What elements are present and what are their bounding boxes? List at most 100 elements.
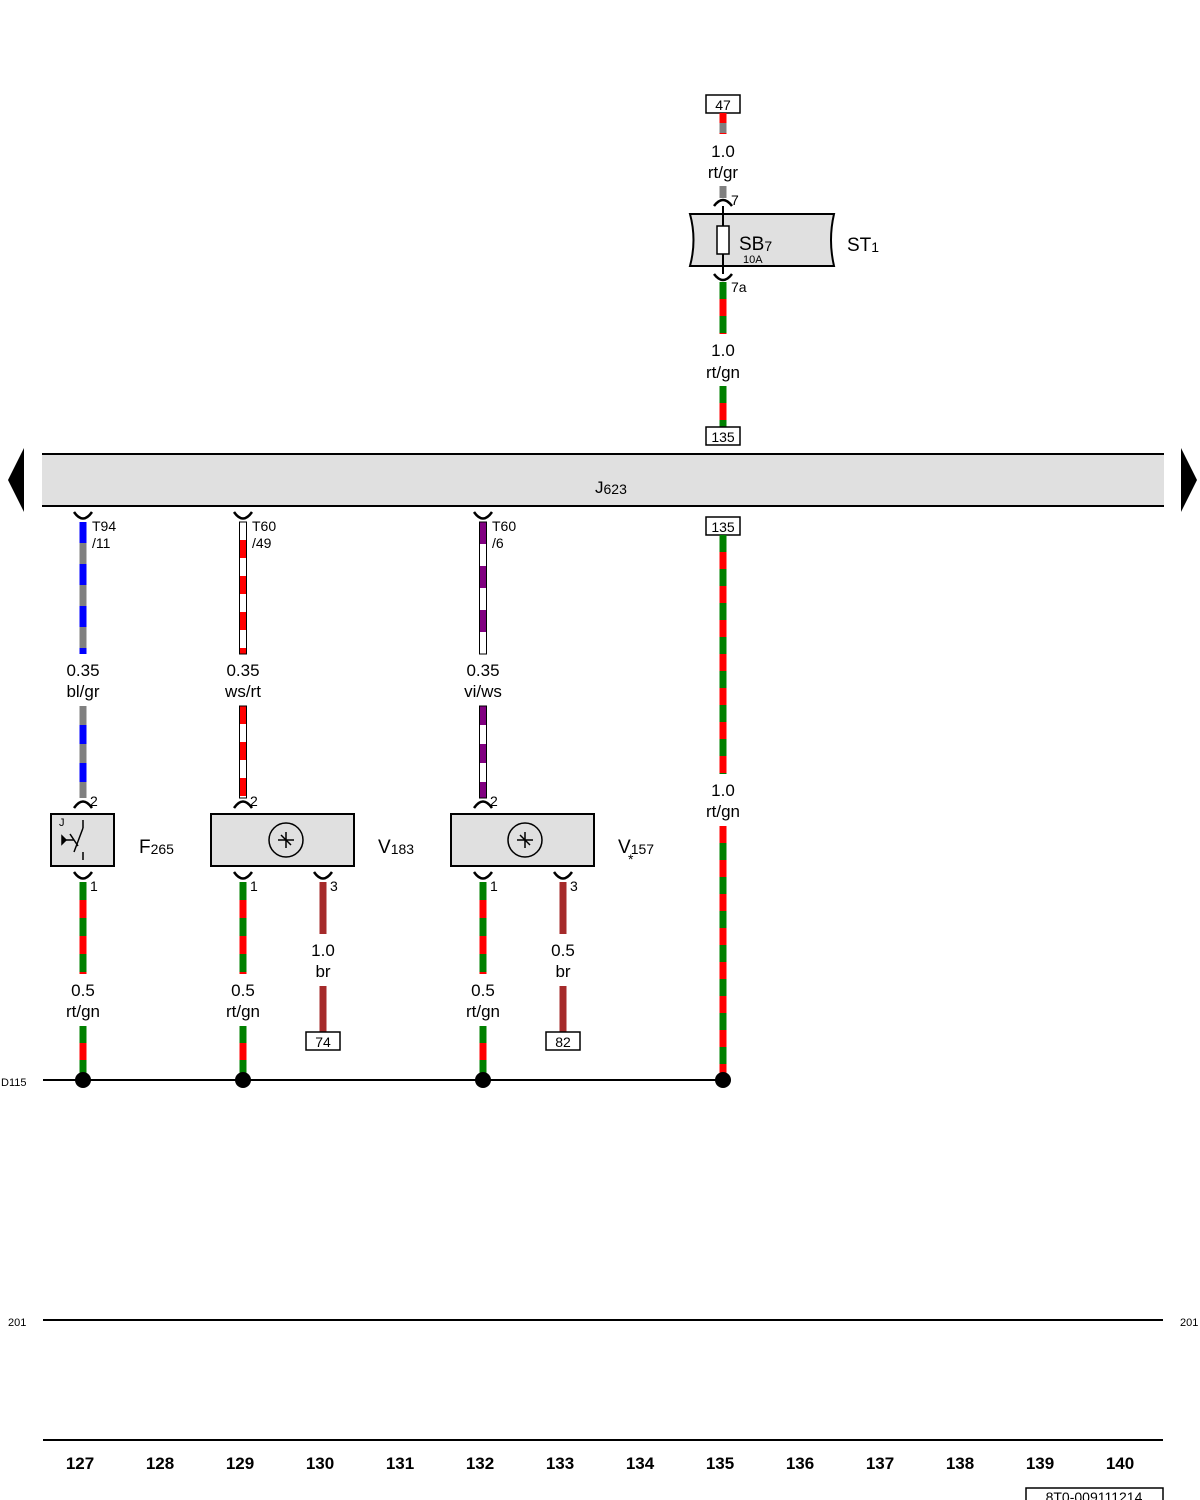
- wire-segment: [239, 900, 247, 918]
- wire-segment: [719, 620, 727, 637]
- pin-arc-t60-6: [472, 511, 494, 520]
- wire-g1-a: [79, 882, 87, 974]
- doc-id: 8T0-009111214: [1046, 1489, 1143, 1500]
- wire-segment: [719, 123, 727, 133]
- wire-segment: [239, 936, 247, 954]
- ref-47-text: 47: [715, 97, 731, 113]
- arrow-left-icon: [8, 448, 24, 512]
- wire-segment: [79, 648, 87, 654]
- wire-g1-b: [79, 1026, 87, 1078]
- wire-segment: [719, 911, 727, 928]
- wire-segment: [239, 778, 247, 796]
- wire-br-v183-size: 1.0: [311, 941, 335, 960]
- wire-segment: [79, 900, 87, 918]
- ground-node-127: [75, 1072, 91, 1088]
- pin-f265-1: 1: [90, 878, 98, 894]
- wire-segment: [719, 996, 727, 1013]
- ground-node-129: [235, 1072, 251, 1088]
- wire-br-v183-b: [319, 986, 327, 1032]
- wire-segment: [79, 1060, 87, 1077]
- v183-label: V183: [378, 837, 414, 858]
- wire-segment: [719, 299, 727, 316]
- switch-icon: [61, 820, 84, 860]
- wire-segment: [479, 1060, 487, 1077]
- motor-icon: [268, 822, 304, 858]
- wire-segment: [479, 918, 487, 936]
- pin-arc-v157-3: [552, 871, 574, 880]
- column-number: 137: [866, 1454, 894, 1473]
- wire-segment: [479, 763, 487, 782]
- wire-vi-ws-color: vi/ws: [464, 682, 502, 701]
- wire-top-rt-gr-2: [719, 186, 727, 198]
- wire-br-v183-a: [319, 882, 327, 934]
- wire-135-size: 1.0: [711, 781, 735, 800]
- wire-br-v183-color: br: [315, 962, 330, 981]
- wire-segment: [719, 773, 727, 774]
- motor-icon: [507, 822, 543, 858]
- ref-74-text: 74: [315, 1034, 331, 1050]
- v157-label: V157: [618, 837, 654, 858]
- wire-segment: [719, 756, 727, 773]
- column-number: 128: [146, 1454, 174, 1473]
- wire-br-v157-a: [559, 882, 567, 934]
- wire-segment: [719, 843, 727, 860]
- wire-vi-ws-1: [479, 521, 487, 655]
- wire-135-color: rt/gn: [706, 802, 740, 821]
- wire-segment: [79, 1043, 87, 1060]
- wire-g3-color: rt/gn: [466, 1002, 500, 1021]
- wire-segment: [719, 133, 727, 134]
- wire-segment: [719, 420, 727, 427]
- ref-135-bus-text: 135: [711, 519, 735, 535]
- pin-v183-2: 2: [250, 793, 258, 809]
- wire-segment: [239, 630, 247, 648]
- wire-segment: [719, 333, 727, 334]
- wire-segment: [479, 544, 487, 566]
- wire-vi-ws-size: 0.35: [466, 661, 499, 680]
- connector-t94-2: /11: [92, 535, 111, 551]
- wire-segment: [239, 558, 247, 576]
- wire-segment: [479, 610, 487, 632]
- wire-segment: [719, 877, 727, 894]
- pin-arc-7: [713, 198, 733, 207]
- wire-ws-rt-color: ws/rt: [224, 682, 261, 701]
- wire-segment: [239, 594, 247, 612]
- wire-ws-rt-2: [239, 705, 247, 799]
- wire-segment: [479, 1026, 487, 1043]
- fuse-rating: 10A: [743, 254, 763, 266]
- wire-segment: [79, 882, 87, 900]
- v157-mark: *: [628, 851, 634, 867]
- wire-segment: [719, 586, 727, 603]
- wire-segment: [719, 113, 727, 123]
- column-number: 134: [626, 1454, 655, 1473]
- fuse-label: SB7: [739, 234, 772, 255]
- ref-box-74: [305, 1031, 341, 1051]
- wire-ws-rt-size: 0.35: [226, 661, 259, 680]
- wire-top-rt-gn: [719, 282, 727, 334]
- wire-segment: [719, 316, 727, 333]
- wire-segment: [79, 744, 87, 763]
- wire-outline: [479, 705, 487, 799]
- wire-ws-rt-1: [239, 521, 247, 655]
- pin-arc-t94: [72, 511, 94, 520]
- wire-segment: [719, 705, 727, 722]
- wire-segment: [79, 1026, 87, 1043]
- arrow-right-icon: [1181, 448, 1197, 512]
- wire-segment: [239, 576, 247, 594]
- pin-arc-t60-49: [232, 511, 254, 520]
- wire-top-size: 1.0: [711, 142, 735, 161]
- wire-segment: [239, 954, 247, 972]
- pin-arc-f265-1: [72, 871, 94, 880]
- wire-segment: [79, 706, 87, 725]
- wire-135-b: [719, 826, 727, 1078]
- wire-bl-gr-color: bl/gr: [66, 682, 99, 701]
- wire-segment: [719, 186, 727, 198]
- f265-small-label: J: [59, 817, 65, 829]
- wire-segment: [479, 900, 487, 918]
- pin-arc-7a: [713, 273, 733, 282]
- connector-t60-6-1: T60: [492, 518, 516, 534]
- ref-135-top-text: 135: [711, 429, 735, 445]
- f265-label: F265: [139, 837, 174, 858]
- wire-segment: [479, 972, 487, 974]
- wire-segment: [239, 522, 247, 540]
